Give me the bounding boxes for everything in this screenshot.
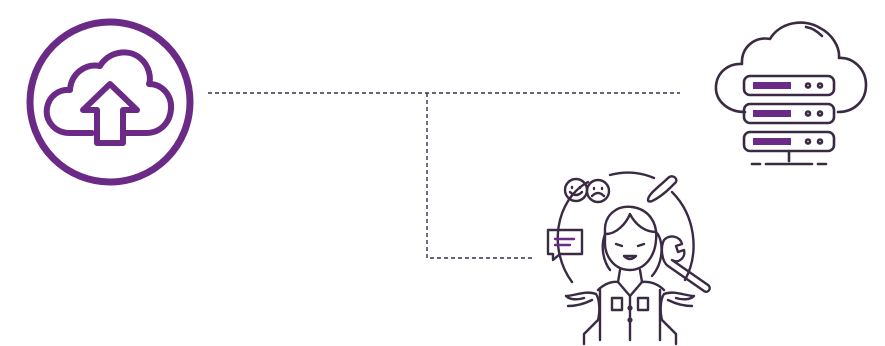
customer-support-icon: [548, 173, 710, 344]
connector-branch-to-support: [427, 93, 533, 258]
cloud-upload-icon: [30, 22, 190, 182]
cloud-server-icon: [716, 23, 866, 164]
